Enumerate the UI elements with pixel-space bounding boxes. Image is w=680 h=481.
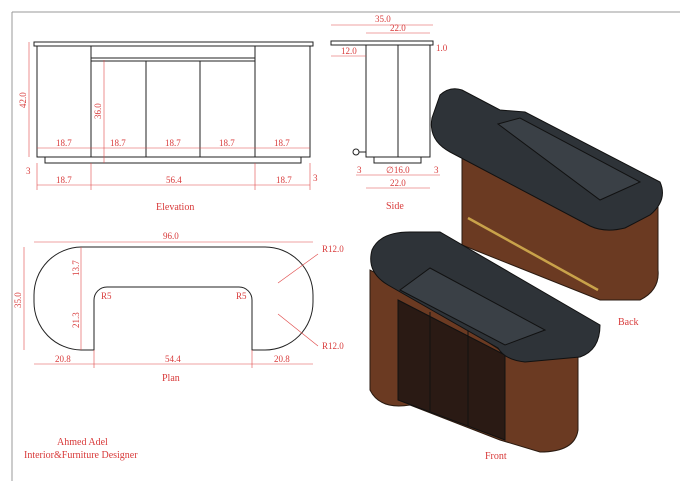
dim-notch-depth: 21.3 — [71, 312, 81, 328]
plan-view: 96.0 35.0 13.7 21.3 20.8 54.4 20.8 R12.0… — [13, 231, 344, 384]
dim-radius: R12.0 — [322, 341, 344, 351]
dim-bottom-width: 22.0 — [390, 178, 406, 188]
side-title: Side — [386, 201, 404, 212]
back-label: Back — [618, 317, 639, 328]
side-view: 35.0 22.0 12.0 1.0 3 ∅16.0 3 22.0 Side — [330, 14, 448, 212]
dim-radius: R5 — [236, 291, 247, 301]
author-name: Ahmed Adel — [57, 437, 108, 448]
dim-offset-right: 3 — [434, 165, 439, 175]
dim-edge: 1.0 — [436, 43, 448, 53]
dim-door: 18.7 — [165, 138, 181, 148]
dim-overhang: 12.0 — [341, 46, 357, 56]
dim-bottom: 54.4 — [165, 354, 181, 364]
plan-title: Plan — [162, 373, 180, 384]
dim-height: 42.0 — [18, 92, 28, 108]
dim-front-depth: 13.7 — [71, 260, 81, 276]
dim-door: 18.7 — [219, 138, 235, 148]
dim-door-height: 36.0 — [93, 103, 103, 119]
dim-door: 18.7 — [274, 138, 290, 148]
author-role: Interior&Furniture Designer — [24, 450, 138, 461]
dim-bottom: 18.7 — [56, 175, 72, 185]
dim-bottom: 20.8 — [55, 354, 71, 364]
dim-base: ∅16.0 — [386, 165, 410, 175]
dim-bottom: 20.8 — [274, 354, 290, 364]
dim-offset-left: 3 — [357, 165, 362, 175]
dim-radius: R5 — [101, 291, 112, 301]
front-label: Front — [485, 451, 507, 462]
elevation-title: Elevation — [156, 202, 194, 213]
dim-door: 18.7 — [110, 138, 126, 148]
dim-depth: 35.0 — [13, 292, 23, 308]
dim-top-width: 35.0 — [375, 14, 391, 24]
dim-offset-right: 3 — [313, 173, 318, 183]
dim-width: 96.0 — [163, 231, 179, 241]
dim-bottom: 56.4 — [166, 175, 182, 185]
elevation-view: 42.0 36.0 18.7 18.7 18.7 18.7 18.7 18.7 … — [18, 41, 318, 213]
back-render: Back — [430, 88, 663, 328]
dim-radius: R12.0 — [322, 244, 344, 254]
dim-offset-left: 3 — [26, 166, 31, 176]
front-render: Front — [369, 231, 601, 462]
dim-bottom: 18.7 — [276, 175, 292, 185]
dim-door: 18.7 — [56, 138, 72, 148]
dim-body-width: 22.0 — [390, 23, 406, 33]
